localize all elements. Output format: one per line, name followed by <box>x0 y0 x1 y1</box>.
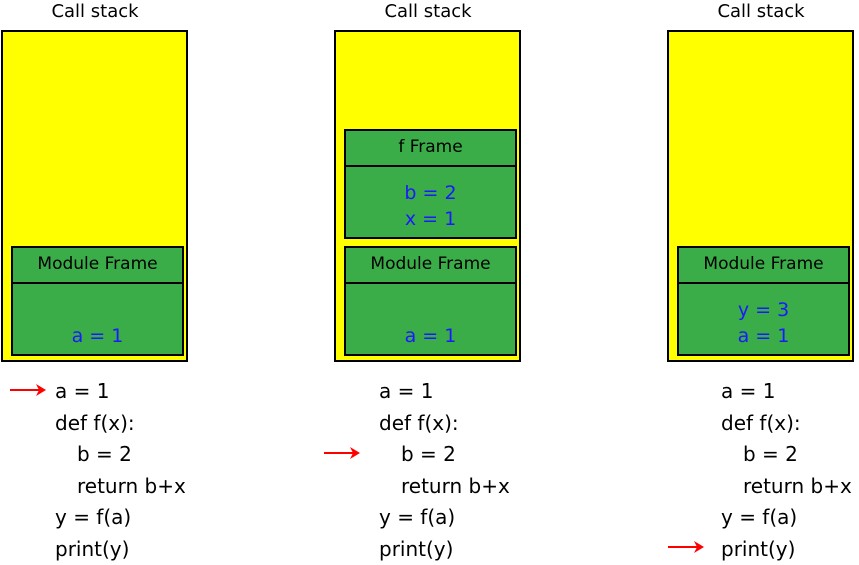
frame-name: Module Frame <box>346 248 515 284</box>
code-line: return b+x <box>55 471 186 503</box>
call-stack: Module Frame y = 3 a = 1 <box>667 30 854 362</box>
call-stack-title: Call stack <box>666 0 856 24</box>
call-stack-title: Call stack <box>333 0 523 24</box>
call-stack-title: Call stack <box>0 0 190 24</box>
call-stack: Module Frame a = 1 <box>1 30 188 362</box>
variable-x: x = 1 <box>346 207 515 231</box>
frame-body: a = 1 <box>13 284 182 354</box>
code-line: def f(x): <box>55 408 186 440</box>
call-stack: f Frame b = 2 x = 1 Module Frame a = 1 <box>334 30 521 362</box>
module-frame: Module Frame y = 3 a = 1 <box>677 246 850 356</box>
module-frame: Module Frame a = 1 <box>344 246 517 356</box>
panel-1: Call stack Module Frame a = 1 a = 1 def … <box>0 0 200 562</box>
frame-body: y = 3 a = 1 <box>679 284 848 354</box>
code-line: a = 1 <box>721 376 852 408</box>
variable-y: y = 3 <box>679 298 848 322</box>
code-listing: a = 1 def f(x): b = 2 return b+x y = f(a… <box>379 376 510 565</box>
code-line: b = 2 <box>379 439 510 471</box>
code-line: a = 1 <box>55 376 186 408</box>
code-line: def f(x): <box>721 408 852 440</box>
module-frame: Module Frame a = 1 <box>11 246 184 356</box>
code-line: a = 1 <box>379 376 510 408</box>
frame-body: b = 2 x = 1 <box>346 167 515 237</box>
red-arrow-icon <box>324 446 360 460</box>
frame-body: a = 1 <box>346 284 515 354</box>
code-line: return b+x <box>379 471 510 503</box>
code-line: print(y) <box>379 534 510 565</box>
code-line: y = f(a) <box>379 502 510 534</box>
code-line: print(y) <box>721 534 852 565</box>
code-line: print(y) <box>55 534 186 565</box>
frame-name: Module Frame <box>679 248 848 284</box>
red-arrow-icon <box>668 540 704 554</box>
code-line: return b+x <box>721 471 852 503</box>
variable-a: a = 1 <box>346 324 515 348</box>
variable-a: a = 1 <box>13 324 182 348</box>
frame-name: f Frame <box>346 131 515 167</box>
code-line: b = 2 <box>55 439 186 471</box>
code-line: y = f(a) <box>721 502 852 534</box>
frame-name: Module Frame <box>13 248 182 284</box>
panel-2: Call stack f Frame b = 2 x = 1 Module Fr… <box>333 0 533 562</box>
panel-3: Call stack Module Frame y = 3 a = 1 a = … <box>666 0 859 562</box>
code-line: def f(x): <box>379 408 510 440</box>
code-line: y = f(a) <box>55 502 186 534</box>
variable-b: b = 2 <box>346 181 515 205</box>
red-arrow-icon <box>10 383 46 397</box>
code-listing: a = 1 def f(x): b = 2 return b+x y = f(a… <box>721 376 852 565</box>
code-listing: a = 1 def f(x): b = 2 return b+x y = f(a… <box>55 376 186 565</box>
code-line: b = 2 <box>721 439 852 471</box>
variable-a: a = 1 <box>679 324 848 348</box>
f-frame: f Frame b = 2 x = 1 <box>344 129 517 239</box>
